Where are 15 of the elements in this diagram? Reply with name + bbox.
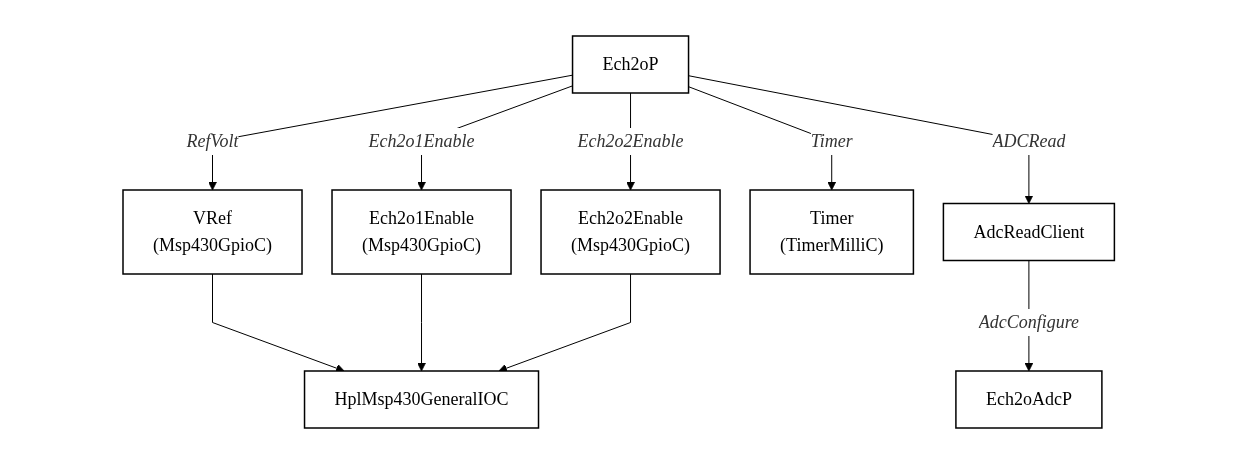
node-box: Timer (TimerMilliC) xyxy=(749,189,915,275)
node-box: VRef (Msp430GpioC) xyxy=(122,189,304,275)
node-box: HplMsp430GeneralIOC xyxy=(304,370,540,429)
arrow xyxy=(212,273,345,373)
node-box: Ech2o2Enable (Msp430GpioC) xyxy=(540,189,722,275)
edge-label: Timer xyxy=(811,131,854,151)
node-box: AdcReadClient xyxy=(942,202,1116,262)
node-box: Ech2o1Enable (Msp430GpioC) xyxy=(331,189,513,275)
node-box: Ech2oAdcP xyxy=(955,370,1103,429)
edge-label: Ech2o2Enable xyxy=(577,131,684,151)
edge-label: Ech2o1Enable xyxy=(368,131,475,151)
node-box: Ech2oP xyxy=(572,35,690,94)
edge-label: RefVolt xyxy=(186,131,239,151)
arrow xyxy=(498,273,632,373)
arrow xyxy=(417,273,427,372)
